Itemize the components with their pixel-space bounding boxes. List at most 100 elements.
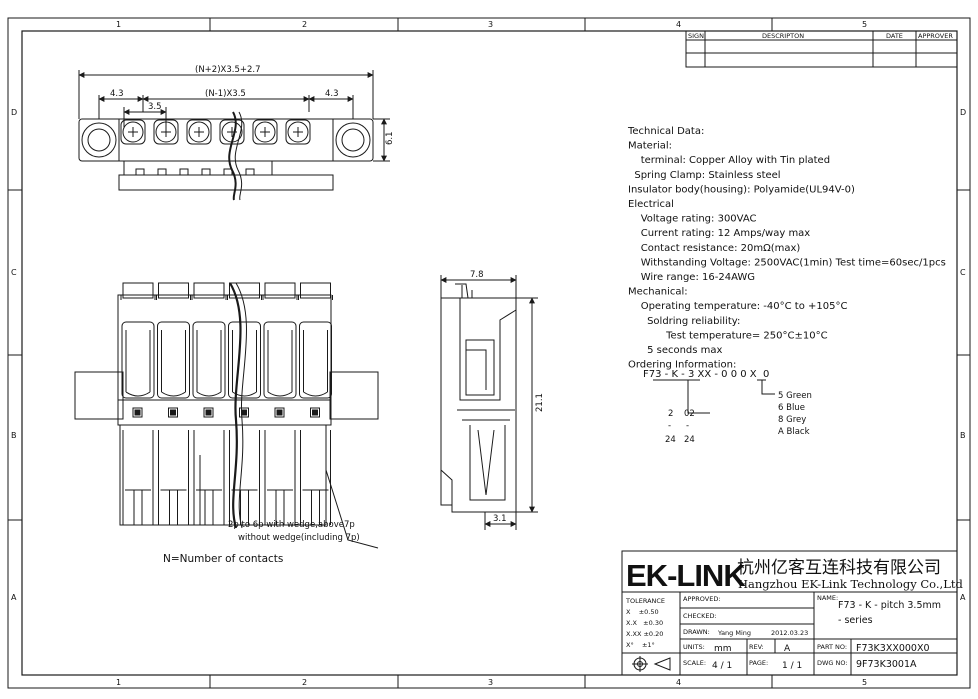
pin-range: 2 02 - - 24 24: [665, 409, 695, 445]
rev-header-approver: APPROVER: [918, 32, 953, 40]
top-contact-opening: [254, 121, 276, 143]
projection-symbol-icon: [632, 656, 671, 672]
zone-row-d-right: D: [960, 108, 966, 117]
front-contact-position: [262, 282, 298, 525]
tolerance-angle: X° ±1°: [626, 641, 655, 649]
company-name-english: Hangzhou EK-Link Technology Co.,Ltd: [738, 577, 963, 591]
company-logo: EK-LINK: [626, 558, 746, 593]
top-contact-cross: [260, 127, 270, 137]
zone-col-5-bottom: 5: [862, 678, 867, 687]
technical-data-line: 5 seconds max: [628, 345, 723, 356]
ordering-code: F73 - K - 3 XX - 0 0 0 X 0: [643, 369, 769, 380]
rev-label: REV:: [749, 643, 764, 651]
color-option-blue: 6 Blue: [778, 403, 805, 413]
color-options: 5 Green 6 Blue 8 Grey A Black: [778, 391, 812, 437]
dim-overall: (N+2)X3.5+2.7: [195, 65, 261, 75]
technical-data-line: Mechanical:: [628, 287, 688, 298]
dim-end-right: 4.3: [325, 89, 339, 99]
technical-data-line: Wire range: 16-24AWG: [628, 272, 755, 283]
front-contact-position: [156, 282, 191, 525]
outer-border: [7, 17, 971, 689]
drawn-by: Yang Ming: [717, 629, 751, 637]
revision-headers: SIGN DESCRIPTON DATE APPROVER: [688, 32, 953, 40]
dim-pitch-count: (N-1)X3.5: [205, 89, 246, 99]
units-label: UNITS:: [683, 643, 705, 651]
technical-data-line: Material:: [628, 141, 672, 152]
rev-header-description: DESCRIPTON: [762, 32, 804, 40]
zone-col-2: 2: [302, 20, 307, 29]
title-block: [621, 550, 958, 676]
technical-data-line: terminal: Copper Alloy with Tin plated: [628, 155, 830, 166]
technical-data-line: Contact resistance: 20mΩ(max): [628, 243, 800, 254]
side-view: [440, 275, 538, 530]
zone-row-a-right: A: [960, 593, 966, 602]
front-view: [74, 282, 379, 549]
top-contact-cross: [128, 127, 138, 137]
scale-value: 4 / 1: [712, 661, 732, 671]
technical-data-line: Voltage rating: 300VAC: [628, 214, 757, 225]
wedge-note-line-1: 2p to 6p with wedge,above7p: [228, 520, 355, 530]
page-label: PAGE:: [749, 659, 768, 667]
technical-data-line: Insulator body(housing): Polyamide(UL94V…: [628, 184, 855, 195]
scale-label: SCALE:: [683, 659, 706, 667]
top-contact-frame: [252, 119, 278, 145]
dim-end-left: 4.3: [110, 89, 124, 99]
zone-labels: 1 2 3 4 5 1 2 3 4 5 D C B A D C B A: [11, 20, 966, 687]
top-contact-cross: [161, 127, 171, 137]
top-contact-opening: [188, 121, 210, 143]
zone-row-c: C: [11, 268, 17, 277]
zone-row-a: A: [11, 593, 17, 602]
revision-table: [685, 30, 958, 68]
top-contact-opening: [122, 121, 144, 143]
zone-col-3: 3: [488, 20, 493, 29]
front-contact-position: [227, 282, 262, 525]
tolerance-x: X ±0.50: [626, 608, 659, 616]
technical-data: Technical Data:Material: terminal: Coppe…: [627, 126, 946, 371]
dim-side-bottom: 3.1: [493, 514, 507, 524]
pin-max-a: 24: [665, 435, 676, 445]
top-view: [78, 70, 390, 201]
pin-dash-b: -: [686, 421, 689, 431]
drawn-label: DRAWN:: [683, 628, 710, 636]
rev-value: A: [784, 644, 791, 654]
zone-col-1-bottom: 1: [116, 678, 121, 687]
tolerance-block: TOLERANCE X ±0.50 X.X ±0.30 X.XX ±0.20 X…: [625, 597, 665, 649]
color-option-black: A Black: [778, 427, 810, 437]
zone-col-4-bottom: 4: [676, 678, 681, 687]
zone-ticks: [8, 18, 970, 688]
drawn-date: 2012.03.23: [771, 629, 808, 637]
ordering-leaders: [653, 379, 775, 414]
wedge-note-line-2: without wedge(including 7p): [238, 533, 360, 543]
top-contact-opening: [287, 121, 309, 143]
technical-data-line: Ordering Information:: [628, 360, 736, 371]
color-option-grey: 8 Grey: [778, 415, 806, 425]
name-line-1: F73 - K - pitch 3.5mm: [838, 600, 941, 611]
signoff-block: APPROVED: CHECKED: DRAWN: Yang Ming 2012…: [683, 594, 941, 671]
top-contact-frame: [285, 119, 311, 145]
technical-data-line: Spring Clamp: Stainless steel: [628, 170, 781, 181]
inner-border: [21, 30, 958, 676]
name-line-2: - series: [838, 615, 873, 626]
front-contact-position: [298, 282, 333, 525]
pin-min-a: 2: [668, 409, 673, 419]
part-no-label: PART NO:: [817, 643, 847, 651]
tolerance-xxx: X.XX ±0.20: [626, 630, 663, 638]
name-label: NAME:: [817, 594, 838, 602]
top-contact-cross: [293, 127, 303, 137]
front-contact-position: [120, 282, 156, 525]
approved-label: APPROVED:: [683, 595, 721, 603]
rev-header-date: DATE: [886, 32, 903, 40]
units-value: mm: [714, 644, 732, 654]
zone-col-4: 4: [676, 20, 681, 29]
tolerance-label: TOLERANCE: [625, 597, 665, 605]
checked-label: CHECKED:: [683, 612, 717, 620]
dwg-no-label: DWG NO:: [817, 659, 848, 667]
dim-side-height: 21.1: [535, 393, 545, 412]
technical-data-line: Operating temperature: -40°C to +105°C: [628, 301, 847, 312]
top-contact-frame: [186, 119, 212, 145]
zone-col-5: 5: [862, 20, 867, 29]
rev-header-sign: SIGN: [688, 32, 704, 40]
contacts-definition-note: N=Number of contacts: [163, 553, 283, 565]
top-contact-frame: [120, 119, 146, 145]
